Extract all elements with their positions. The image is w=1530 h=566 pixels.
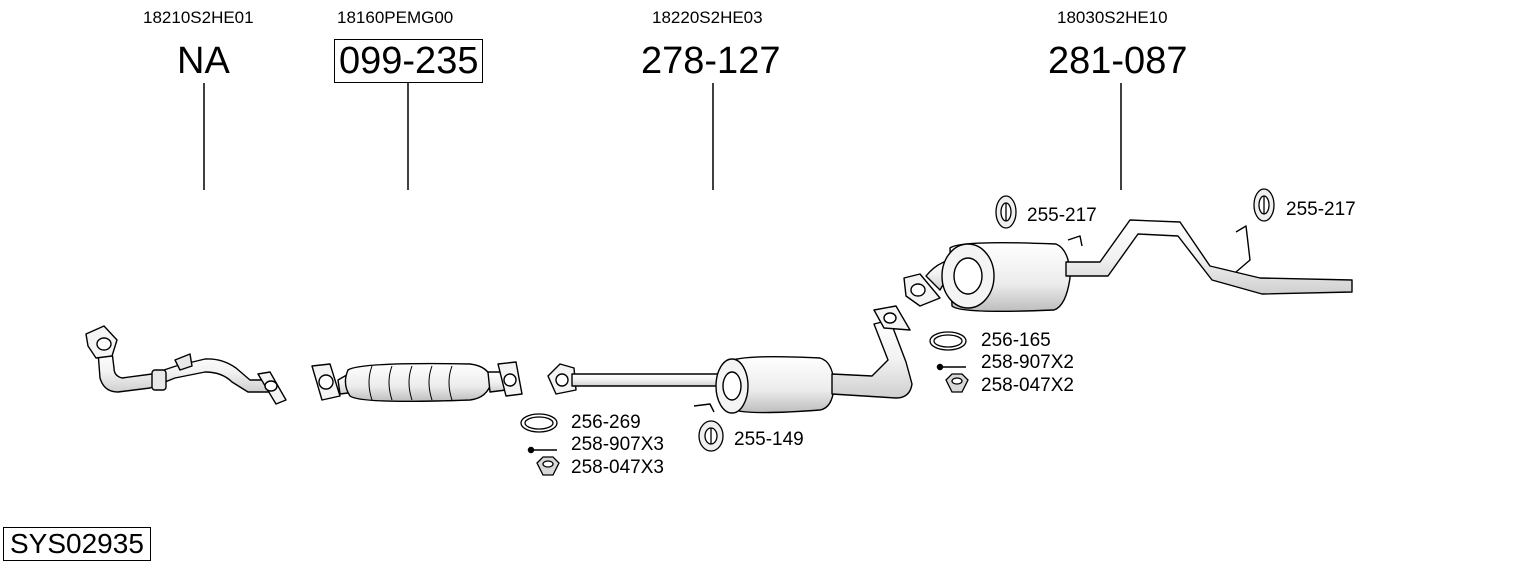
front-bolt-label[interactable]: 258-907X3 bbox=[571, 434, 664, 455]
front-nut-icon bbox=[536, 456, 560, 476]
rear-nut-label[interactable]: 258-047X2 bbox=[981, 375, 1074, 396]
rear-hanger-left-icon bbox=[995, 195, 1017, 229]
rear-bolt-label[interactable]: 258-907X2 bbox=[981, 352, 1074, 373]
part-number-catalyst[interactable]: 099-235 bbox=[334, 39, 484, 83]
rear-gasket-icon bbox=[929, 331, 967, 351]
front-gasket-icon bbox=[520, 413, 558, 433]
system-code: SYS02935 bbox=[3, 527, 151, 561]
part-number-front-pipe: NA bbox=[177, 40, 230, 82]
rear-hanger-right-icon bbox=[1253, 188, 1275, 222]
rear-hanger-right-label[interactable]: 255-217 bbox=[1286, 199, 1356, 220]
rear-nut-icon bbox=[945, 373, 969, 393]
rear-bolt-icon bbox=[936, 363, 966, 371]
front-gasket-label[interactable]: 256-269 bbox=[571, 412, 641, 433]
part-number-rear-silencer[interactable]: 281-087 bbox=[1048, 40, 1188, 82]
middle-silencer bbox=[547, 305, 913, 414]
middle-hanger-label[interactable]: 255-149 bbox=[734, 429, 804, 450]
part-number-middle-silencer[interactable]: 278-127 bbox=[641, 40, 781, 82]
rear-gasket-label[interactable]: 256-165 bbox=[981, 330, 1051, 351]
rear-hanger-left-label[interactable]: 255-217 bbox=[1027, 205, 1097, 226]
oem-number-rear-silencer: 18030S2HE10 bbox=[1057, 8, 1168, 27]
rear-silencer bbox=[903, 219, 1353, 313]
front-nut-label[interactable]: 258-047X3 bbox=[571, 457, 664, 478]
oem-number-middle-silencer: 18220S2HE03 bbox=[652, 8, 763, 27]
catalyst bbox=[311, 361, 523, 403]
oem-number-front-pipe: 18210S2HE01 bbox=[143, 8, 254, 27]
front-pipe bbox=[85, 325, 287, 405]
leader-lines bbox=[203, 83, 1122, 190]
middle-hanger-icon bbox=[698, 420, 724, 452]
front-bolt-icon bbox=[527, 446, 557, 454]
oem-number-catalyst: 18160PEMG00 bbox=[337, 8, 454, 27]
